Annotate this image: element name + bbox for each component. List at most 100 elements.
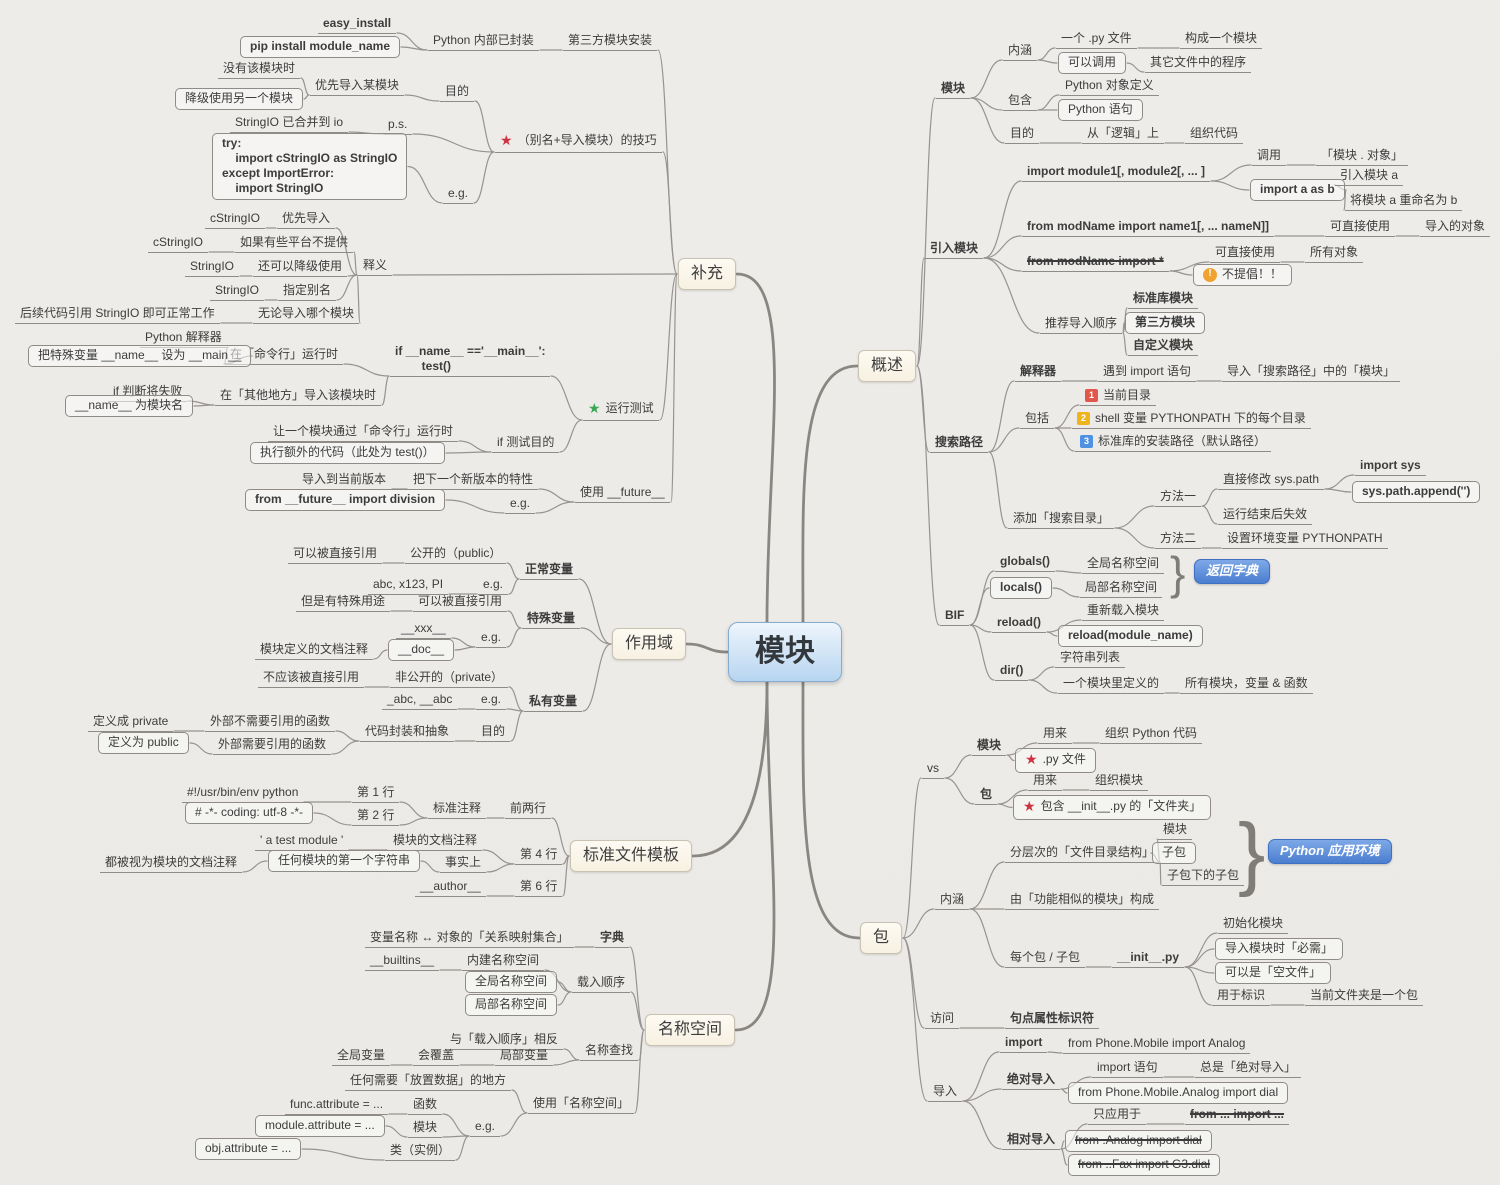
node-eg6[interactable]: e.g. (470, 1118, 501, 1137)
node-suoyoumk[interactable]: 所有模块，变量 & 函数 (1180, 675, 1313, 694)
node-mingling[interactable]: 在「命令行」运行时 (225, 346, 344, 365)
node-dqwjj[interactable]: 当前文件夹是一个包 (1305, 987, 1424, 1006)
node-ff1[interactable]: 方法一 (1155, 488, 1202, 507)
node-fromdots[interactable]: from ... import ... (1185, 1106, 1290, 1125)
node-coding_box[interactable]: # -*- coding: utf-8 -*- (185, 802, 314, 824)
node-guanxi[interactable]: 变量名称 ↔ 对象的「关系映射集合」 (365, 929, 574, 948)
node-gongkai[interactable]: 公开的（public） (405, 545, 507, 564)
node-buying[interactable]: 不应该被直接引用 (258, 669, 365, 688)
node-gaishu[interactable]: 概述 (858, 350, 917, 382)
node-jubub[interactable]: 局部变量 (495, 1047, 554, 1066)
node-yigepy[interactable]: 一个 .py 文件 (1056, 30, 1137, 49)
node-vsbao[interactable]: 包 (975, 786, 998, 805)
node-str1[interactable]: StringIO (185, 258, 240, 277)
node-xiangdui[interactable]: 相对导入 (1002, 1131, 1061, 1150)
node-zairusx[interactable]: 载入顺序 (572, 974, 631, 993)
node-pip_box[interactable]: pip install module_name (240, 36, 401, 58)
node-yigemk[interactable]: 一个模块里定义的 (1058, 675, 1165, 694)
node-eg2[interactable]: e.g. (505, 495, 536, 514)
node-buchong[interactable]: 补充 (678, 258, 737, 290)
node-waibu2[interactable]: 外部需要引用的函数 (213, 736, 332, 755)
node-gsmudi[interactable]: 目的 (1005, 125, 1040, 144)
node-gsmk[interactable]: 模块 (936, 80, 971, 99)
node-line1[interactable]: 第 1 行 (352, 784, 400, 803)
node-waibu1[interactable]: 外部不需要引用的函数 (205, 713, 336, 732)
node-biaomuban[interactable]: 标准文件模板 (570, 840, 693, 872)
node-jubuns2[interactable]: 局部名称空间 (1080, 579, 1163, 598)
node-mkdywd[interactable]: 模块定义的文档注释 (255, 641, 374, 660)
node-localsf_box[interactable]: locals() (990, 577, 1053, 599)
node-fromfax_box[interactable]: from ..Fax import G3.dial (1068, 1154, 1221, 1176)
node-danshi[interactable]: 但是有特殊用途 (296, 593, 391, 612)
node-kzj1[interactable]: 可直接使用 (1325, 218, 1396, 237)
node-cstr2[interactable]: cStringIO (148, 234, 209, 253)
node-fromanalog_box[interactable]: from .Analog import dial (1065, 1130, 1212, 1152)
node-try_box[interactable]: try: import cStringIO as StringIO except… (212, 133, 408, 200)
node-chongxin[interactable]: 重新载入模块 (1082, 602, 1165, 621)
node-qitadf[interactable]: 在「其他地方」导入该模块时 (215, 387, 382, 406)
node-future_box[interactable]: from __future__ import division (245, 489, 446, 511)
node-chongming[interactable]: 将模块 a 重命名为 b (1345, 192, 1463, 211)
node-reloadf[interactable]: reload() (992, 614, 1047, 633)
node-shebang[interactable]: #!/usr/bin/env python (182, 784, 304, 803)
node-initpy[interactable]: __init__.py (1112, 949, 1185, 968)
node-yxsx[interactable]: 运行结束后失效 (1218, 506, 1313, 525)
node-youxian1[interactable]: 优先导入某模块 (310, 77, 405, 96)
node-bzk[interactable]: 标准库模块 (1128, 290, 1199, 309)
node-batexing[interactable]: 把下一个新版本的特性 (408, 471, 539, 490)
node-ff2[interactable]: 方法二 (1155, 530, 1202, 549)
node-doc_box[interactable]: __doc__ (388, 639, 455, 661)
node-goucheng[interactable]: 构成一个模块 (1180, 30, 1263, 49)
node-zuzhipy[interactable]: 组织 Python 代码 (1100, 725, 1203, 744)
node-fcmk[interactable]: 模块 (1158, 821, 1193, 840)
node-neihan2[interactable]: 内涵 (935, 891, 970, 910)
node-daoru2[interactable]: 导入 (928, 1083, 963, 1102)
node-fanhui[interactable]: 返回字典 (1194, 559, 1271, 585)
node-jubuns_box[interactable]: 局部名称空间 (465, 994, 558, 1016)
node-neijian[interactable]: 内建名称空间 (462, 952, 545, 971)
node-ruguo[interactable]: 如果有些平台不提供 (235, 234, 354, 253)
node-zuzhidaima[interactable]: 组织代码 (1185, 125, 1244, 144)
node-builtins[interactable]: __builtins__ (365, 952, 440, 971)
node-pyenv[interactable]: Python 应用环境 (1268, 839, 1392, 865)
node-shiyf[interactable]: 使用 __future__ (575, 484, 670, 503)
node-fczb_box[interactable]: 子包 (1152, 842, 1197, 864)
node-zhixing_box[interactable]: 执行额外的代码（此处为 test()） (250, 442, 445, 464)
node-tuijian[interactable]: 推荐导入顺序 (1040, 315, 1123, 334)
node-huifugai[interactable]: 会覆盖 (413, 1047, 460, 1066)
node-fczb2[interactable]: 子包下的子包 (1162, 867, 1245, 886)
node-easy[interactable]: easy_install (318, 15, 397, 34)
node-renhefz[interactable]: 任何需要「放置数据」的地方 (345, 1072, 512, 1091)
node-pyyj_box[interactable]: Python 语句 (1058, 99, 1143, 121)
node-cstr1[interactable]: cStringIO (205, 210, 266, 229)
node-keyizj2[interactable]: 可以被直接引用 (413, 593, 508, 612)
node-mingchazhao[interactable]: 名称查找 (580, 1042, 639, 1061)
node-sybl[interactable]: 私有变量 (524, 693, 583, 712)
node-importb[interactable]: import (1000, 1034, 1048, 1053)
node-dirf[interactable]: dir() (995, 662, 1029, 681)
node-yudao[interactable]: 遇到 import 语句 (1098, 363, 1197, 382)
node-butc_box[interactable]: !不提倡！！ (1193, 264, 1293, 286)
node-dypublic_box[interactable]: 定义为 public (98, 732, 189, 754)
node-importab_box[interactable]: import a as b (1250, 179, 1345, 201)
node-fromstar[interactable]: from modName import * (1022, 253, 1169, 272)
node-ifname_box[interactable]: if __name__ =='__main__': test() (390, 343, 551, 377)
node-dsf_box[interactable]: 第三方模块 (1125, 312, 1206, 334)
node-tianjia[interactable]: 添加「搜索目录」 (1008, 510, 1115, 529)
node-bzzhushi[interactable]: 标准注释 (428, 800, 487, 819)
node-diaoyong[interactable]: 调用 (1252, 147, 1287, 166)
node-mingkong[interactable]: 名称空间 (645, 1014, 736, 1046)
node-yonglai1[interactable]: 用来 (1038, 725, 1073, 744)
node-quanjub[interactable]: 全局变量 (332, 1047, 391, 1066)
node-szhj[interactable]: 设置环境变量 PYTHONPATH (1222, 530, 1388, 549)
node-ifcs[interactable]: if 测试目的 (492, 434, 560, 453)
node-eg1[interactable]: e.g. (443, 185, 474, 204)
node-_abc[interactable]: _abc, __abc (382, 691, 458, 710)
node-yinru[interactable]: 引入模块 (925, 240, 984, 259)
node-shiyongns[interactable]: 使用「名称空间」 (528, 1095, 635, 1114)
node-namemk_box[interactable]: __name__ 为模块名 (65, 395, 194, 417)
node-qianliang[interactable]: 前两行 (505, 800, 552, 819)
node-youxian2[interactable]: 优先导入 (277, 210, 336, 229)
